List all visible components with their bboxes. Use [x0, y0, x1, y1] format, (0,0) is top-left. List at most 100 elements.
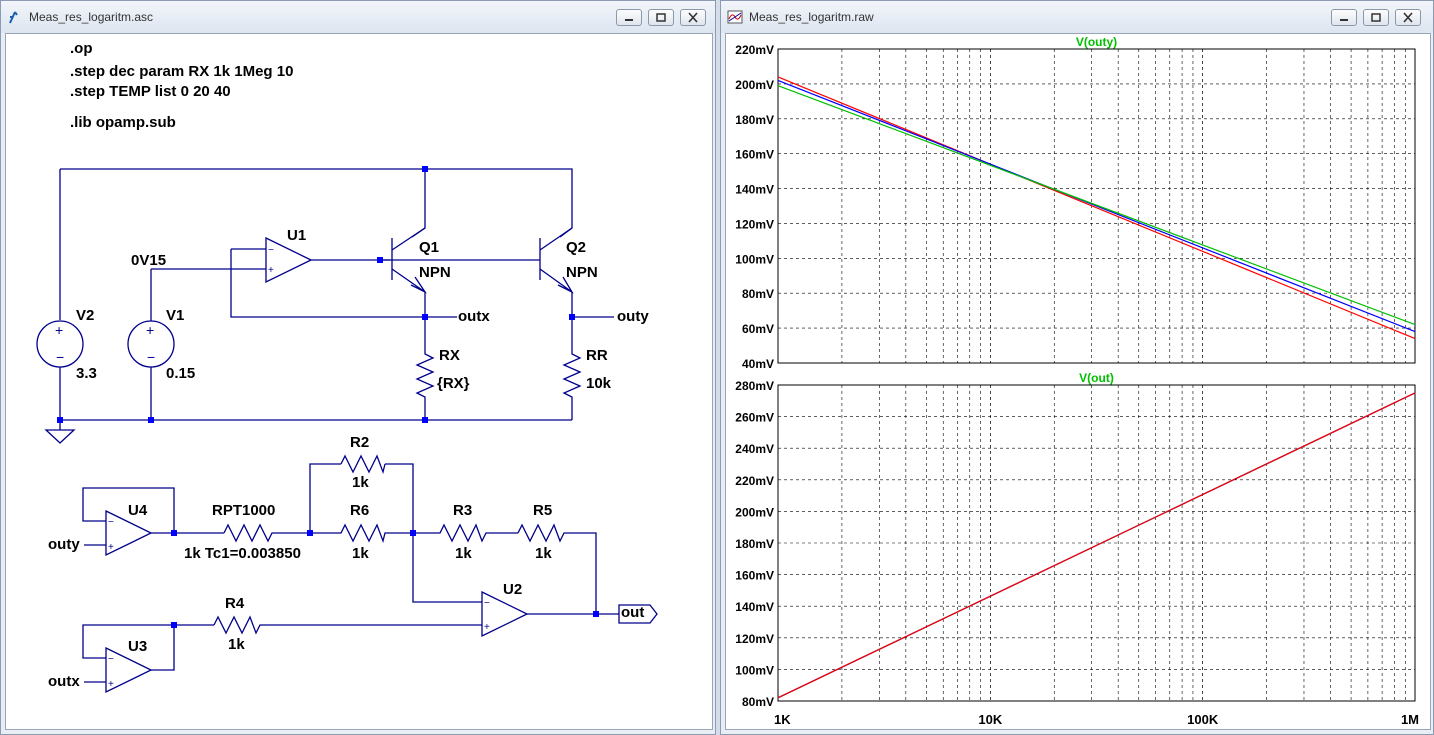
y-tick-label: 40mV	[742, 357, 774, 371]
waveform-icon	[727, 10, 743, 24]
trace-line	[777, 85, 1416, 326]
u1-plus-sign: +	[268, 265, 274, 276]
schematic-titlebar[interactable]: Meas_res_logaritm.asc	[1, 1, 715, 33]
junction-dot	[377, 257, 383, 263]
u1-opamp-symbol	[265, 236, 313, 284]
restore-button[interactable]	[1363, 9, 1389, 26]
minimize-button[interactable]	[616, 9, 642, 26]
schematic-window-title: Meas_res_logaritm.asc	[29, 10, 154, 24]
y-tick-label: 140mV	[735, 600, 774, 614]
y-tick-label: 100mV	[735, 252, 774, 266]
u2-label[interactable]: U2	[503, 581, 523, 598]
q2-model-label[interactable]: NPN	[566, 264, 598, 281]
trace-line	[777, 76, 1416, 340]
v2-label[interactable]: V2	[76, 307, 95, 324]
rpt1000-label[interactable]: RPT1000	[212, 502, 276, 519]
rx-value[interactable]: {RX}	[437, 375, 470, 392]
rr-value[interactable]: 10k	[586, 375, 612, 392]
v2-value[interactable]: 3.3	[76, 365, 97, 382]
r2-value[interactable]: 1k	[352, 474, 369, 491]
y-tick-label: 120mV	[735, 632, 774, 646]
net-label-outx[interactable]: outx	[458, 308, 490, 325]
wire	[82, 624, 175, 671]
minimize-button[interactable]	[1331, 9, 1357, 26]
u4-label[interactable]: U4	[128, 502, 148, 519]
r5-label[interactable]: R5	[533, 502, 553, 519]
rr-label[interactable]: RR	[586, 347, 608, 364]
junction-dot	[593, 611, 599, 617]
schematic-canvas[interactable]: − + − + − + − + + − + −	[5, 33, 713, 730]
rx-label[interactable]: RX	[439, 347, 460, 364]
q1-transistor-symbol	[391, 227, 427, 294]
ground-symbol	[44, 420, 76, 444]
junction-dot	[57, 417, 63, 423]
junction-dot	[422, 166, 428, 172]
u4-opamp-symbol	[105, 509, 153, 557]
y-tick-label: 160mV	[735, 148, 774, 162]
junction-dot	[171, 530, 177, 536]
junction-dot	[422, 417, 428, 423]
q2-label[interactable]: Q2	[566, 239, 587, 256]
r4-value[interactable]: 1k	[228, 636, 245, 653]
rx-resistor-symbol	[415, 347, 435, 420]
y-tick-label: 220mV	[735, 474, 774, 488]
u2-plus-sign: +	[484, 622, 490, 633]
r2-label[interactable]: R2	[350, 434, 370, 451]
r5-value[interactable]: 1k	[535, 545, 552, 562]
u4-minus-sign: −	[108, 517, 114, 528]
u2-minus-sign: −	[484, 598, 490, 609]
r3-value[interactable]: 1k	[455, 545, 472, 562]
r6-value[interactable]: 1k	[352, 545, 369, 562]
r6-label[interactable]: R6	[350, 502, 370, 519]
u3-minus-sign: −	[108, 654, 114, 665]
net-label-outx-input[interactable]: outx	[48, 673, 80, 690]
v1-label[interactable]: V1	[166, 307, 185, 324]
r3-label[interactable]: R3	[453, 502, 473, 519]
directive-step-rx[interactable]: .step dec param RX 1k 1Meg 10	[70, 63, 294, 80]
close-button[interactable]	[1395, 9, 1421, 26]
r4-label[interactable]: R4	[225, 595, 245, 612]
net-label-0v15[interactable]: 0V15	[131, 252, 167, 269]
schematic-window[interactable]: Meas_res_logaritm.asc	[0, 0, 716, 735]
wire	[411, 169, 426, 238]
y-tick-label: 80mV	[742, 695, 774, 709]
wire	[412, 533, 482, 603]
waveform-plots[interactable]: 220mV200mV180mV160mV140mV120mV100mV80mV6…	[726, 34, 1431, 730]
u3-label[interactable]: U3	[128, 638, 148, 655]
y-tick-label: 280mV	[735, 379, 774, 393]
schematic-icon	[9, 11, 18, 24]
y-tick-label: 60mV	[742, 322, 774, 336]
directive-op[interactable]: .op	[70, 40, 93, 57]
waveform-titlebar[interactable]: Meas_res_logaritm.raw	[721, 1, 1433, 33]
directive-lib[interactable]: .lib opamp.sub	[70, 114, 176, 131]
u1-minus-sign: −	[268, 245, 274, 256]
u3-plus-sign: +	[108, 679, 114, 690]
q1-label[interactable]: Q1	[419, 239, 440, 256]
directive-step-temp[interactable]: .step TEMP list 0 20 40	[70, 83, 231, 100]
close-button[interactable]	[680, 9, 706, 26]
r4-resistor-symbol	[213, 615, 482, 635]
junction-dot	[307, 530, 313, 536]
wire	[60, 168, 573, 238]
trace-title: V(outy)	[1076, 35, 1117, 49]
v1-minus-sign: −	[147, 349, 155, 365]
q2-transistor-symbol	[539, 227, 574, 294]
net-label-outy[interactable]: outy	[617, 308, 649, 325]
wire	[82, 487, 224, 534]
junction-dot	[410, 530, 416, 536]
r6-resistor-symbol	[310, 523, 413, 544]
net-label-out[interactable]: out	[621, 604, 645, 621]
restore-button[interactable]	[648, 9, 674, 26]
schematic-drawing[interactable]: − + − + − + − + + − + −	[6, 34, 713, 730]
r2-resistor-symbol	[340, 454, 386, 475]
v1-value[interactable]: 0.15	[166, 365, 196, 382]
net-label-outy-input[interactable]: outy	[48, 536, 80, 553]
rpt1000-value[interactable]: 1k Tc1=0.003850	[184, 545, 301, 562]
q1-model-label[interactable]: NPN	[419, 264, 451, 281]
u1-label[interactable]: U1	[287, 227, 307, 244]
trace-title: V(out)	[1079, 371, 1114, 385]
r5-resistor-symbol	[517, 523, 597, 614]
trace-line	[777, 392, 1416, 699]
